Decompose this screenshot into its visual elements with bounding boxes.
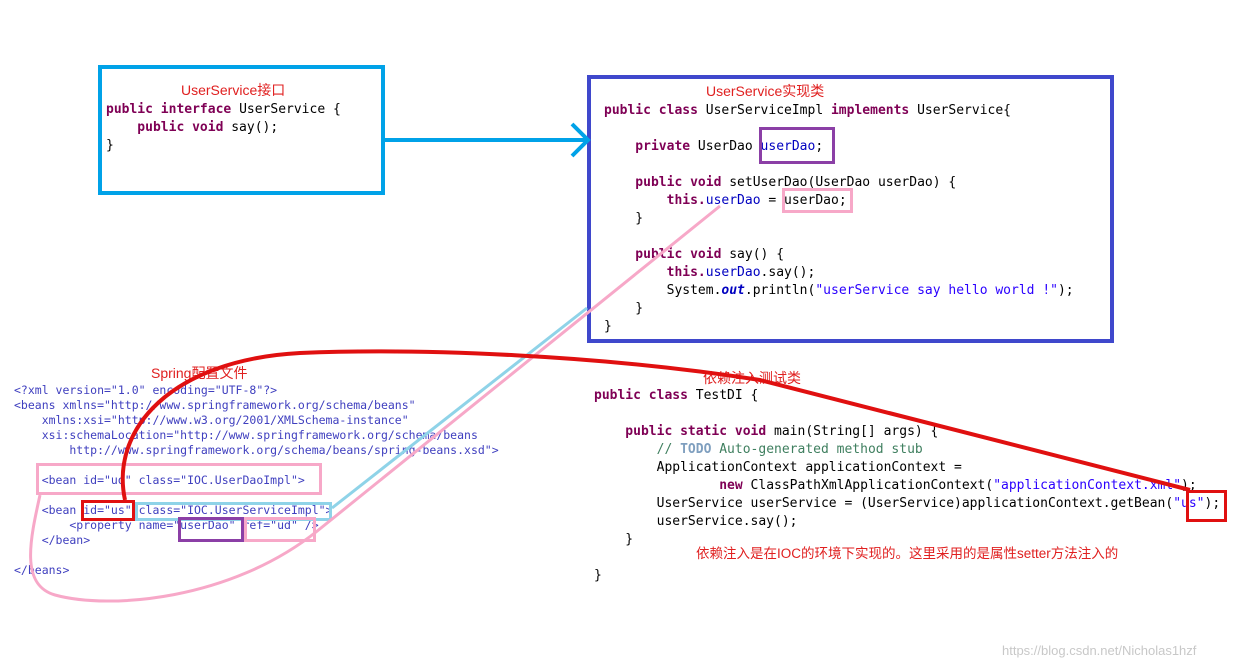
xml-id-us-highlight xyxy=(81,500,135,521)
impl-field-highlight xyxy=(759,127,835,164)
xml-bean-ud-highlight xyxy=(36,463,322,495)
class-link-line xyxy=(331,306,588,510)
ref-link-curve xyxy=(29,204,721,603)
xml-property-name-highlight xyxy=(178,517,244,542)
watermark: https://blog.csdn.net/Nicholas1hzf xyxy=(1002,643,1197,658)
id-link-curve xyxy=(120,349,1191,501)
implements-arrow xyxy=(385,122,591,158)
test-getbean-highlight xyxy=(1186,490,1227,522)
impl-caption: UserService实现类 xyxy=(706,83,825,99)
interface-caption: UserService接口 xyxy=(181,82,286,98)
impl-code: public class UserServiceImpl implements … xyxy=(604,103,1074,334)
xml-code: <?xml version="1.0" encoding="UTF-8"?> <… xyxy=(14,383,499,577)
test-code: public class TestDI { public static void… xyxy=(594,388,1221,583)
interface-code: public interface UserService { public vo… xyxy=(106,102,341,153)
xml-ref-highlight xyxy=(244,517,316,542)
impl-param-highlight xyxy=(782,188,853,213)
interface-box xyxy=(98,65,385,195)
impl-box xyxy=(587,75,1114,343)
test-note: 依赖注入是在IOC的环境下实现的。这里采用的是属性setter方法注入的 xyxy=(696,546,1119,561)
xml-caption: Spring配置文件 xyxy=(151,365,248,381)
